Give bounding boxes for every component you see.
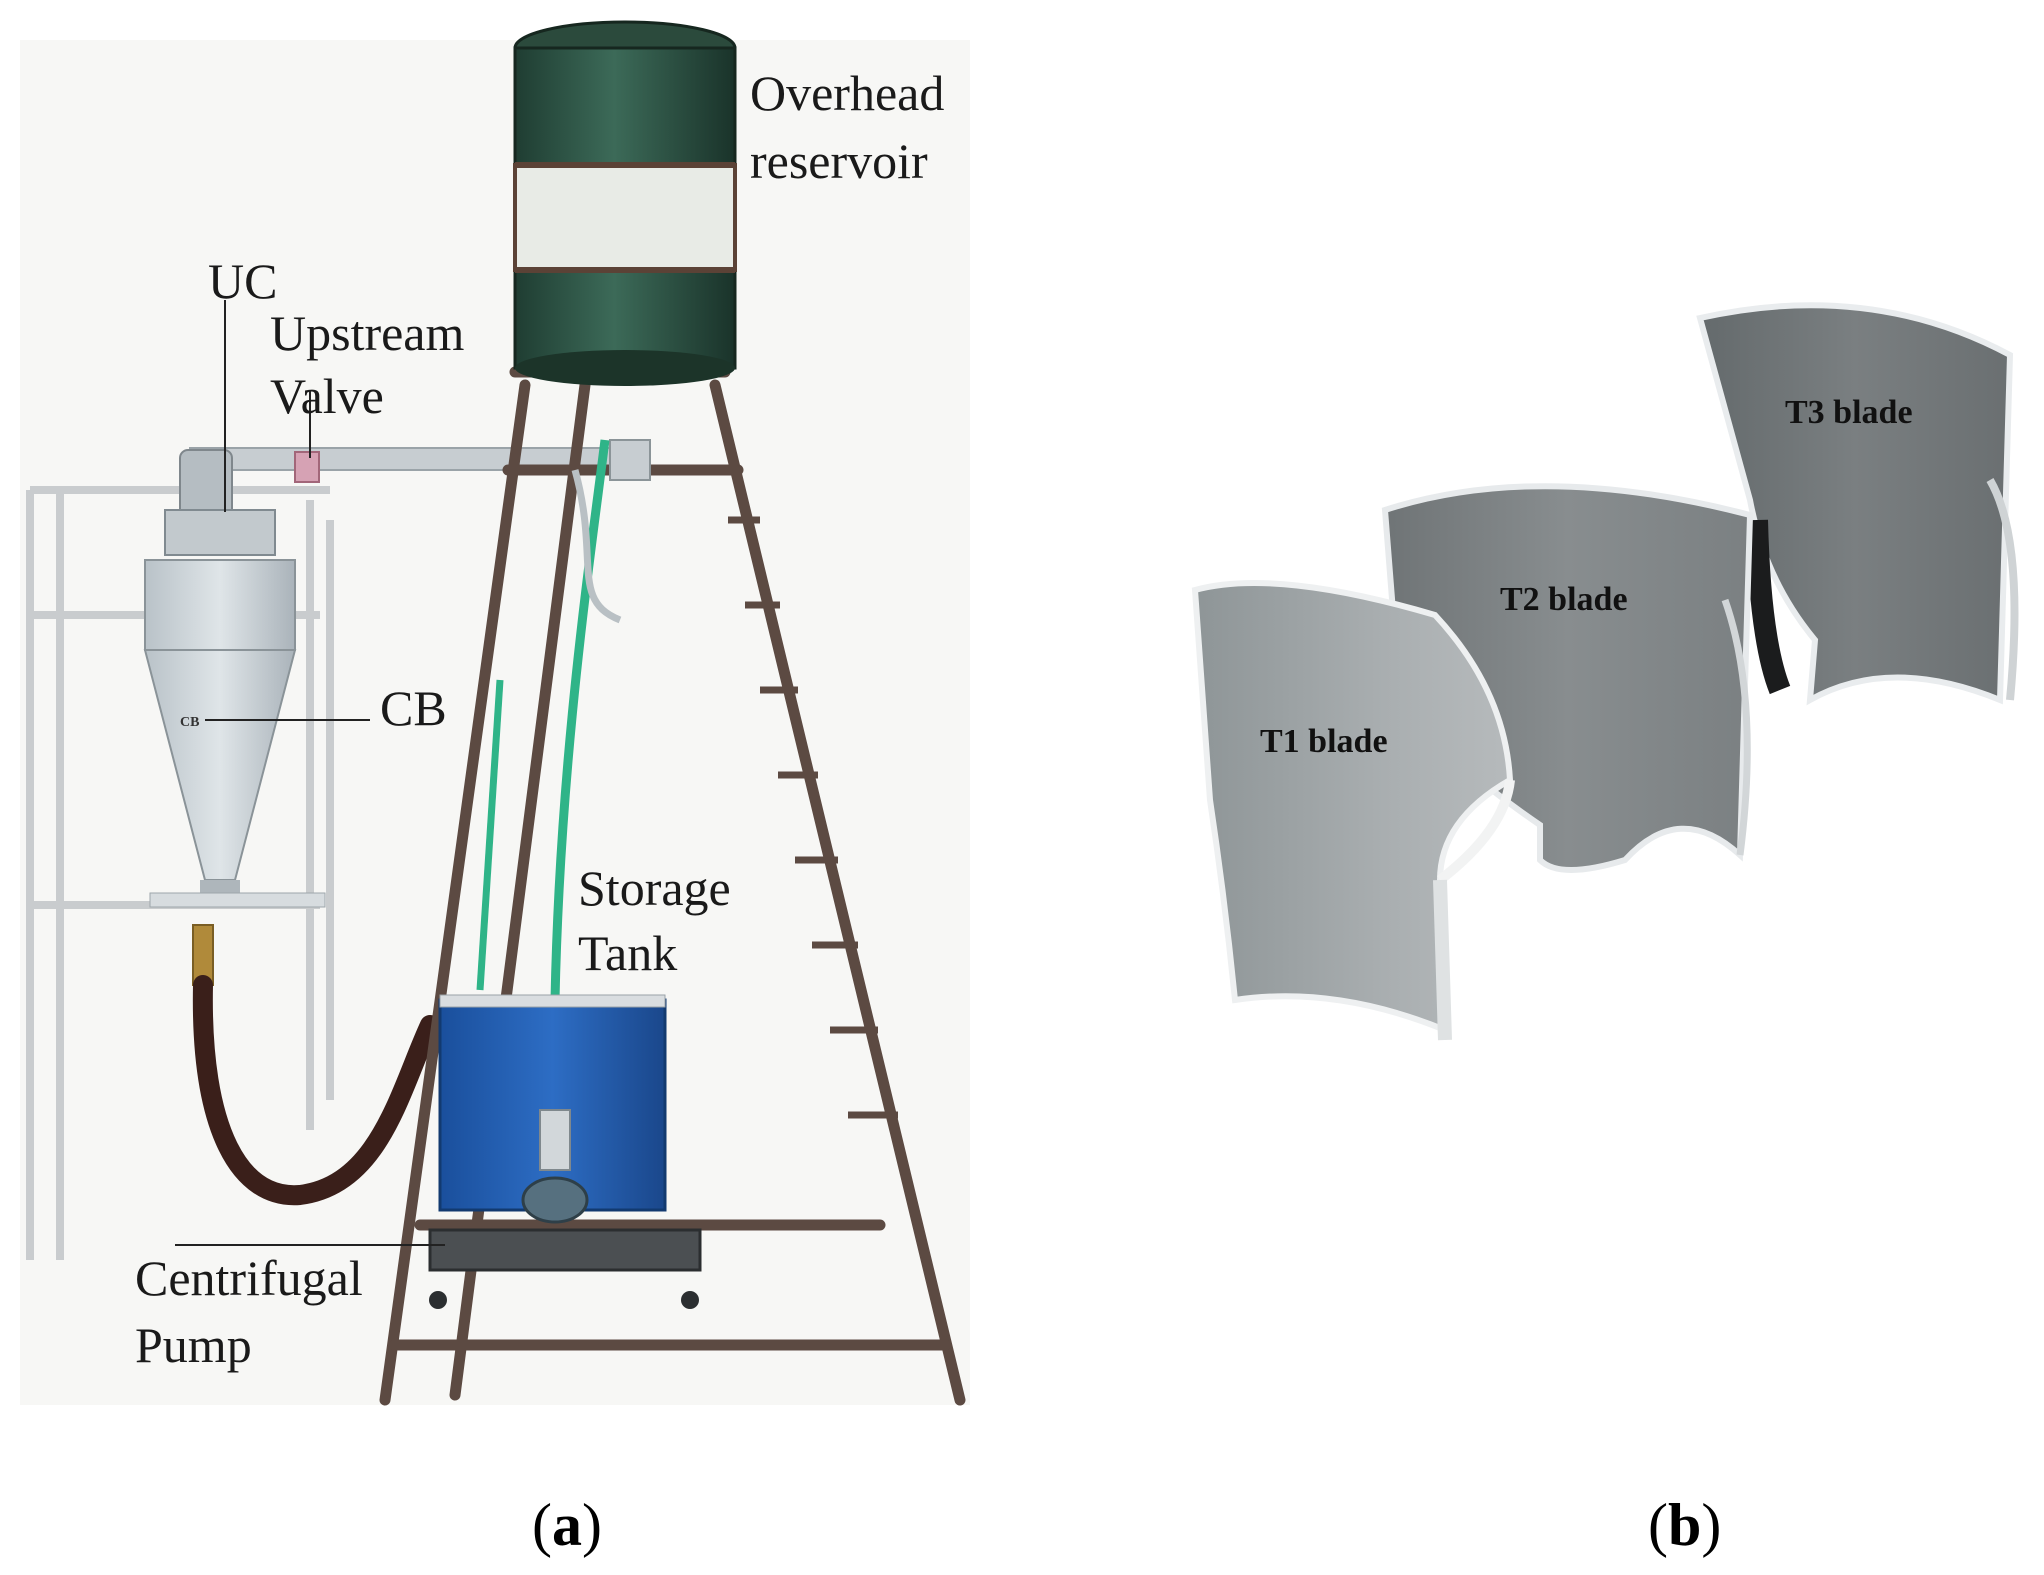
- label-storage-line2: Tank: [578, 925, 677, 981]
- label-cb: CB: [380, 680, 447, 736]
- caption-a-close: ): [582, 1492, 602, 1558]
- ladder-rungs: [728, 516, 898, 1119]
- green-return-pipe: [476, 679, 504, 991]
- panel-b-blades: [1191, 302, 2019, 1041]
- label-cb-tag: CB: [180, 715, 199, 730]
- overflow-pipe: [571, 469, 622, 624]
- label-overhead-line2: reservoir: [750, 133, 928, 189]
- label-storage-line1: Storage: [578, 860, 731, 916]
- label-upstream-line1: Upstream: [270, 305, 464, 361]
- label-overhead-line1: Overhead: [750, 65, 944, 121]
- cyclone-separator: [143, 449, 326, 908]
- caption-b-letter: b: [1668, 1492, 1701, 1558]
- label-upstream-line2: Valve: [270, 368, 384, 424]
- caption-a: (a): [532, 1492, 602, 1558]
- caption-a-open: (: [532, 1492, 552, 1558]
- caption-b: (b): [1648, 1492, 1721, 1558]
- blade-t1: [1191, 579, 1515, 1041]
- label-uc: UC: [208, 253, 277, 309]
- return-hose: [192, 975, 440, 1206]
- overhead-tank: [513, 20, 737, 481]
- label-pump-line1: Centrifugal: [135, 1250, 363, 1306]
- label-pump-line2: Pump: [135, 1317, 252, 1373]
- centrifugal-pump: [428, 1176, 702, 1309]
- label-t1-blade: T1 blade: [1260, 723, 1388, 760]
- label-t3-blade: T3 blade: [1785, 394, 1913, 431]
- label-t2-blade: T2 blade: [1500, 581, 1628, 618]
- blade-t3: [1696, 302, 2019, 706]
- upstream-valve-body: [294, 451, 320, 483]
- panel-a-photo: [20, 20, 970, 1406]
- caption-b-open: (: [1648, 1492, 1668, 1558]
- caption-b-close: ): [1701, 1492, 1721, 1558]
- caption-a-letter: a: [552, 1492, 582, 1558]
- storage-tank: [438, 994, 667, 1212]
